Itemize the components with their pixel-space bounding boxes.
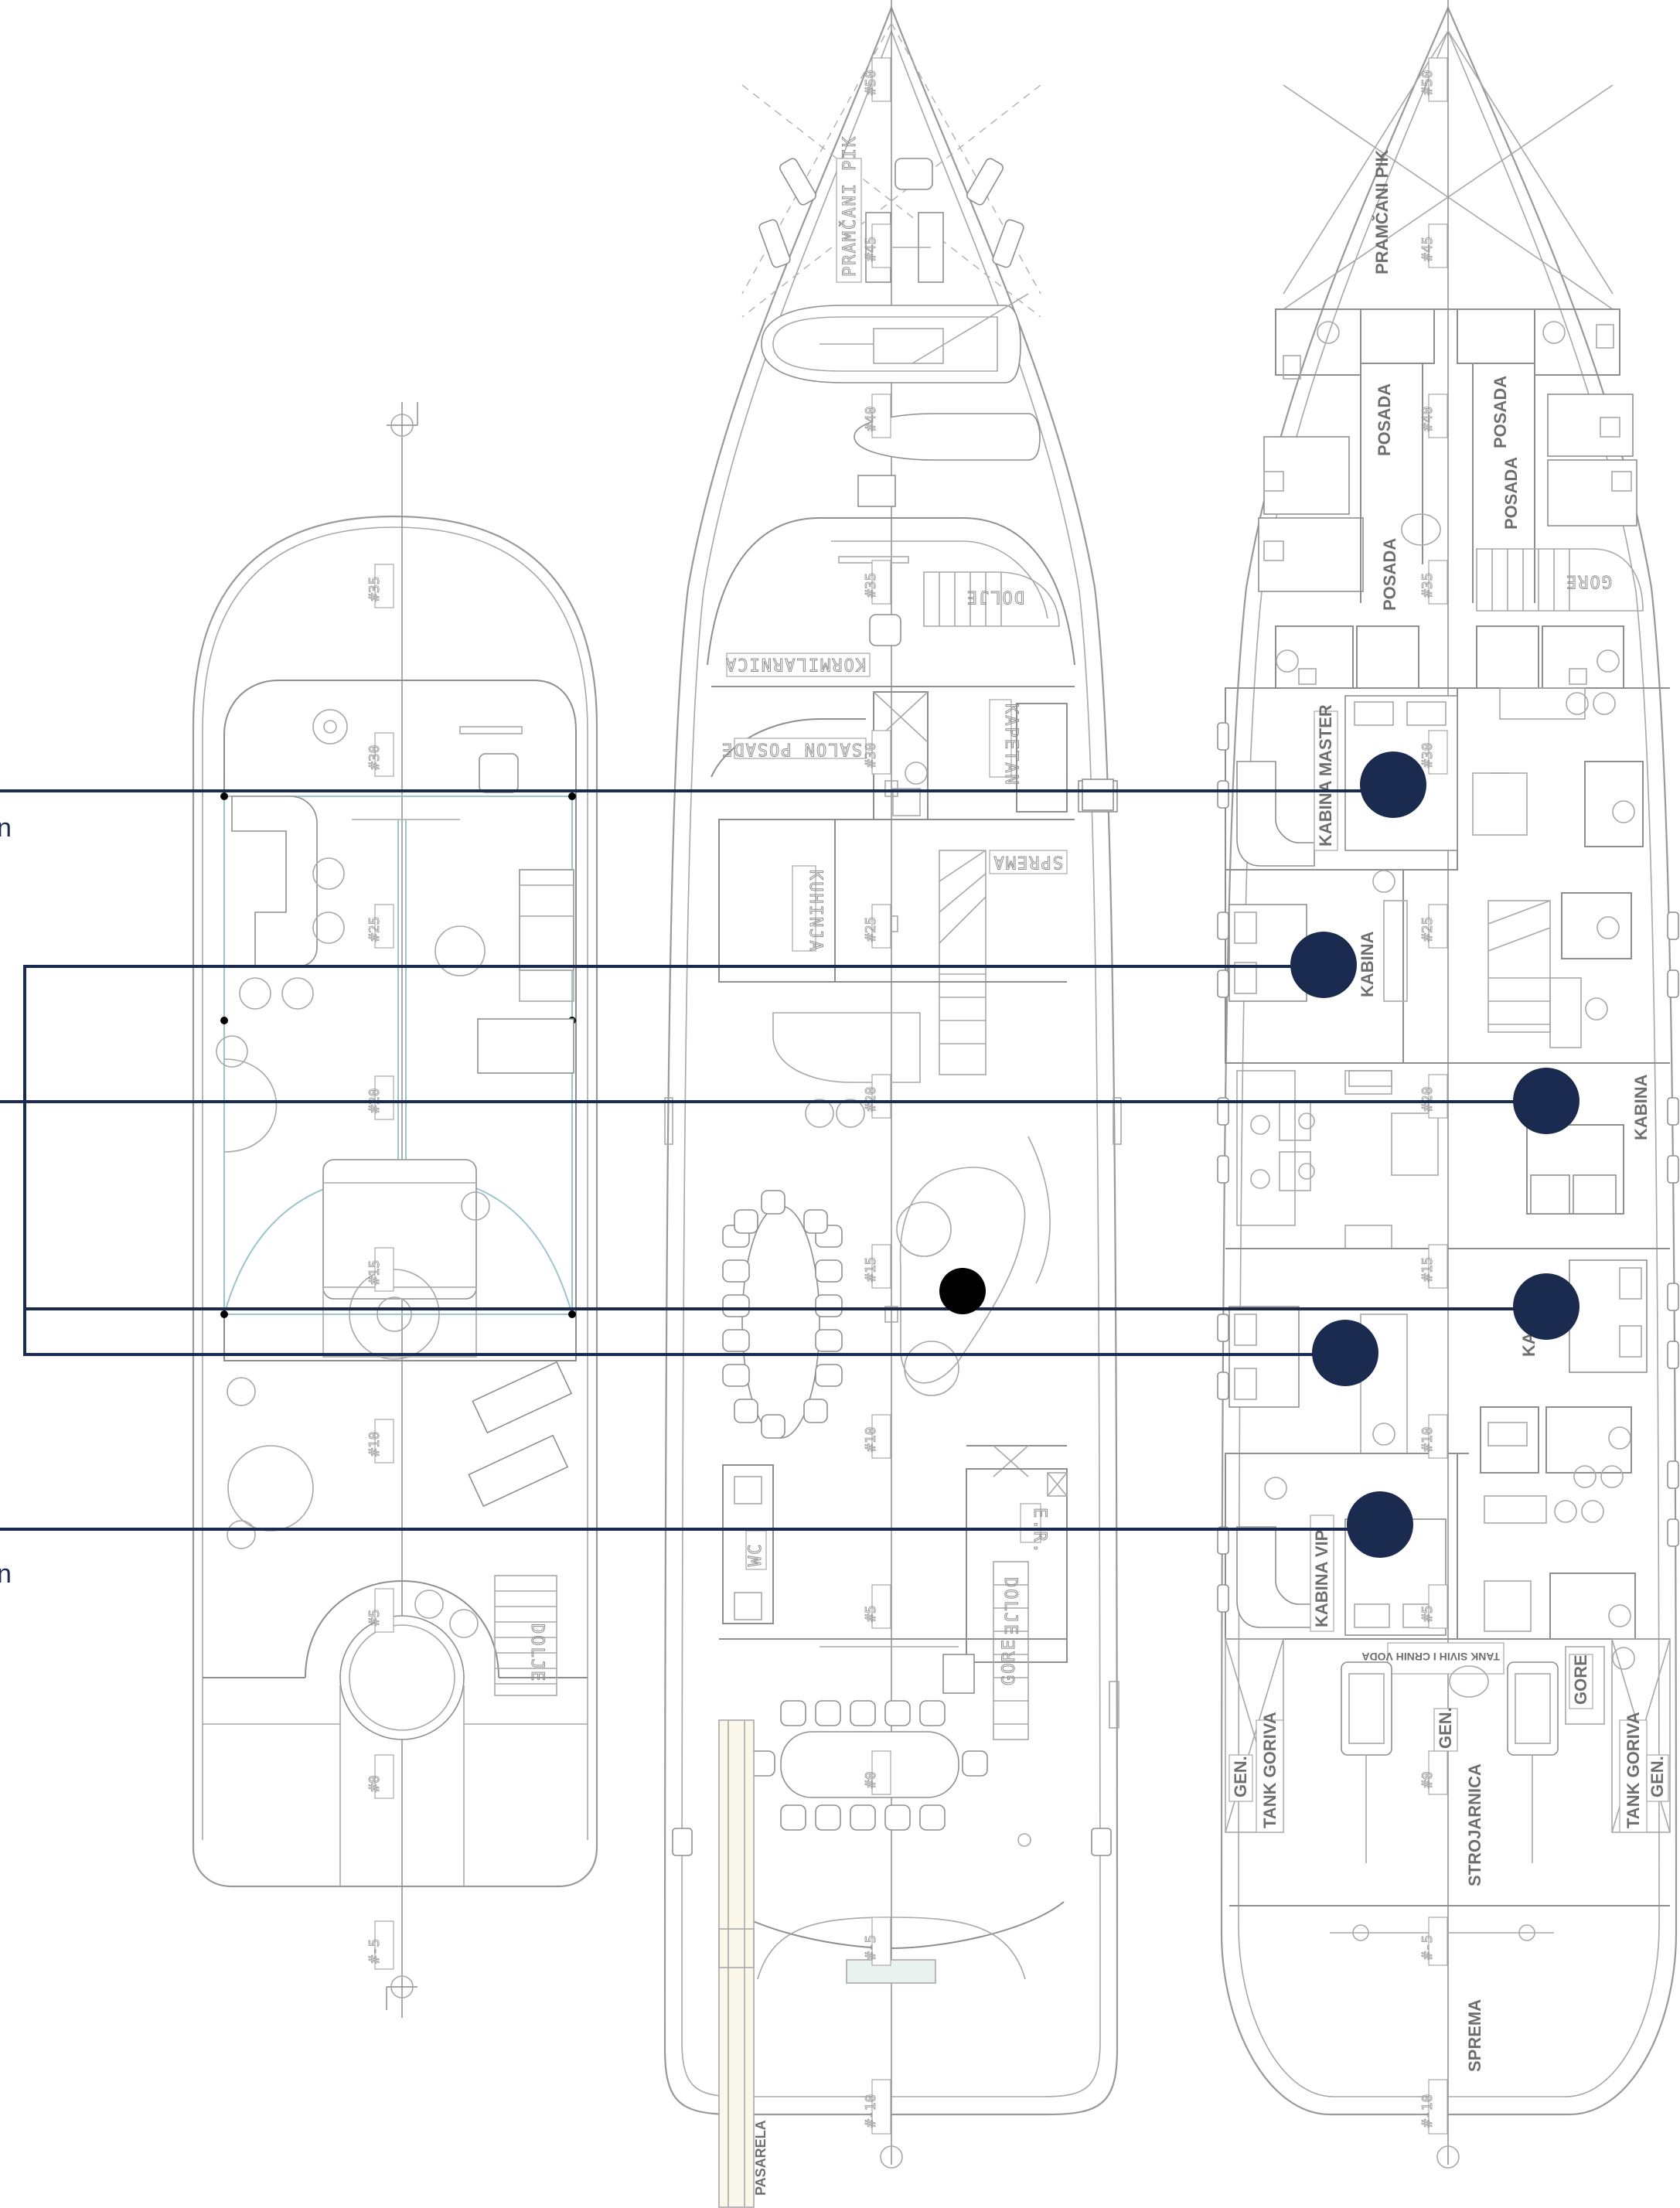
lower-frame-30: #30 bbox=[1419, 742, 1436, 768]
main-frame-45: #45 bbox=[863, 236, 879, 261]
main-label-forepeak: PRAMČANI PIK bbox=[840, 135, 860, 277]
main-label-gangway: PASARELA bbox=[753, 2120, 768, 2196]
main-label-crew-salon: SALON POSADE bbox=[721, 739, 862, 758]
main-frame-20: #20 bbox=[863, 1086, 879, 1112]
sun-frame-10: #10 bbox=[366, 1431, 383, 1457]
sun-frame-35: #35 bbox=[366, 576, 383, 601]
cabin-callouts bbox=[0, 751, 1579, 1558]
lower-frame-35: #35 bbox=[1419, 572, 1436, 598]
lower-label-up-fwd: GORE bbox=[1565, 571, 1612, 591]
lower-label-up-aft: GORE bbox=[1571, 1654, 1590, 1705]
lower-label-cabin-stbd: KABINA bbox=[1631, 1074, 1651, 1140]
lower-frame-25: #25 bbox=[1419, 916, 1436, 942]
main-stairs-aft bbox=[993, 1561, 1029, 1740]
main-label-stairs-fwd: DOLJE bbox=[966, 587, 1024, 606]
lower-deck-frame-numbers: #50 #45 #40 #35 #30 #25 #20 #15 #10 #5 #… bbox=[1419, 57, 1448, 2135]
sun-deck-stairs bbox=[495, 1590, 557, 1685]
main-deck-frame-numbers: #50 #45 #40 #35 #30 #25 #20 #15 #10 #5 #… bbox=[863, 57, 891, 2135]
sun-deck: DOLJE bbox=[192, 402, 598, 2018]
main-label-storage: SPREMA bbox=[993, 852, 1063, 871]
edge-text-upper: n bbox=[0, 813, 12, 843]
aft-dining bbox=[749, 1700, 988, 1831]
engines bbox=[1341, 1661, 1559, 1863]
lower-label-crew-1: POSADA bbox=[1375, 383, 1394, 456]
callout-dot-cabin-port-aft bbox=[1312, 1320, 1378, 1386]
sun-frame-25: #25 bbox=[366, 916, 383, 942]
edge-text-lower: n bbox=[0, 1559, 12, 1589]
main-frame-minus-5: #-5 bbox=[863, 1934, 879, 1960]
lower-label-crew-2: POSADA bbox=[1491, 376, 1510, 448]
lower-frame-minus-5: #-5 bbox=[1419, 1934, 1436, 1960]
main-frame-15: #15 bbox=[863, 1256, 879, 1282]
lower-label-engine-room: STROJARNICA bbox=[1465, 1763, 1484, 1886]
main-frame-0: #0 bbox=[863, 1771, 879, 1788]
lower-deck: GORE KABINA MASTER KABINA bbox=[1217, 0, 1679, 2169]
lower-frame-0: #0 bbox=[1419, 1771, 1436, 1788]
main-frame-35: #35 bbox=[863, 572, 879, 598]
lower-label-cabin-port: KABINA bbox=[1358, 931, 1377, 997]
lower-frame-5: #5 bbox=[1419, 1605, 1436, 1622]
marker-dot-saloon bbox=[939, 1268, 986, 1314]
sun-deck-stair-label: DOLJE bbox=[527, 1624, 547, 1682]
callout-line-port-cabins bbox=[23, 965, 1345, 1356]
main-label-er: E.R. bbox=[1030, 1508, 1049, 1555]
lower-frame-15: #15 bbox=[1419, 1256, 1436, 1282]
main-frame-40: #40 bbox=[863, 406, 879, 431]
main-label-captain: KAPETAN bbox=[1001, 704, 1021, 786]
main-label-wheelhouse: KORMILARNICA bbox=[724, 654, 866, 673]
lower-label-forepeak: PRAMČANI PIK bbox=[1372, 150, 1392, 274]
main-frame-50: #50 bbox=[863, 70, 879, 95]
lower-deck-outline bbox=[1220, 5, 1678, 2116]
main-frame-5: #5 bbox=[863, 1605, 879, 1622]
lower-label-tank-fuel-port: TANK GORIVA bbox=[1260, 1712, 1280, 1828]
sun-deck-frame-numbers: #35 #30 #25 #20 #15 #10 #5 #0 #-5 bbox=[366, 564, 394, 1970]
sun-frame-30: #30 bbox=[366, 745, 383, 770]
lower-frame-10: #10 bbox=[1419, 1426, 1436, 1452]
sun-frame-15: #15 bbox=[366, 1259, 383, 1285]
saloon-dining bbox=[722, 1190, 843, 1439]
lower-label-master: KABINA MASTER bbox=[1316, 704, 1335, 847]
main-label-up: GORE bbox=[1000, 1638, 1019, 1685]
main-frame-10: #10 bbox=[863, 1426, 879, 1452]
lower-frame-40: #40 bbox=[1419, 406, 1436, 431]
sun-frame-5: #5 bbox=[366, 1609, 383, 1626]
main-frame-minus-10: #-10 bbox=[863, 2094, 879, 2128]
lower-label-gen-stbd: GEN. bbox=[1648, 1756, 1667, 1797]
lower-frame-20: #20 bbox=[1419, 1086, 1436, 1112]
main-stairs-fwd bbox=[939, 850, 987, 1075]
lower-label-crew-3: POSADA bbox=[1501, 457, 1521, 530]
main-label-wc: WC bbox=[746, 1543, 765, 1567]
main-label-galley: KUHINJA bbox=[806, 870, 825, 952]
callout-dot-vip bbox=[1347, 1491, 1413, 1558]
lower-stairs-mid bbox=[1487, 900, 1551, 1033]
main-label-stairs-aft: DOLJE bbox=[1000, 1577, 1020, 1636]
wheelhouse-stairs bbox=[923, 571, 1060, 627]
lower-label-crew-4: POSADA bbox=[1380, 538, 1399, 611]
lower-label-storage-aft: SPREMA bbox=[1465, 1999, 1484, 2072]
lower-label-vip: KABINA VIP bbox=[1312, 1530, 1331, 1627]
lower-label-gen-center: GEN. bbox=[1436, 1707, 1455, 1749]
main-frame-25: #25 bbox=[863, 916, 879, 942]
lower-stairs-fwd bbox=[1476, 548, 1644, 612]
lower-frame-45: #45 bbox=[1419, 236, 1436, 261]
sun-frame-minus-5: #-5 bbox=[366, 1938, 383, 1964]
lower-frame-50: #50 bbox=[1419, 70, 1436, 95]
callout-dot-cabin-stbd-aft bbox=[1513, 1273, 1579, 1340]
sun-deck-outline bbox=[192, 515, 598, 1888]
callout-dot-cabin-port-fwd bbox=[1290, 932, 1357, 998]
callout-dot-master bbox=[1360, 751, 1426, 818]
lower-label-tank-water: TANK SIVIH I CRNIH VODA bbox=[1361, 1651, 1500, 1663]
lower-frame-minus-10: #-10 bbox=[1419, 2094, 1436, 2128]
lower-label-gen-port: GEN. bbox=[1231, 1756, 1250, 1797]
main-frame-30: #30 bbox=[863, 742, 879, 768]
gangway bbox=[718, 1719, 755, 2208]
lower-label-tank-fuel-stbd: TANK GORIVA bbox=[1624, 1712, 1643, 1828]
sun-frame-0: #0 bbox=[366, 1775, 383, 1792]
main-deck: DOLJE KORMILARNICA SALON POSADE KAPETAN … bbox=[663, 0, 1122, 2208]
callout-dot-cabin-stbd-fwd bbox=[1513, 1068, 1579, 1134]
